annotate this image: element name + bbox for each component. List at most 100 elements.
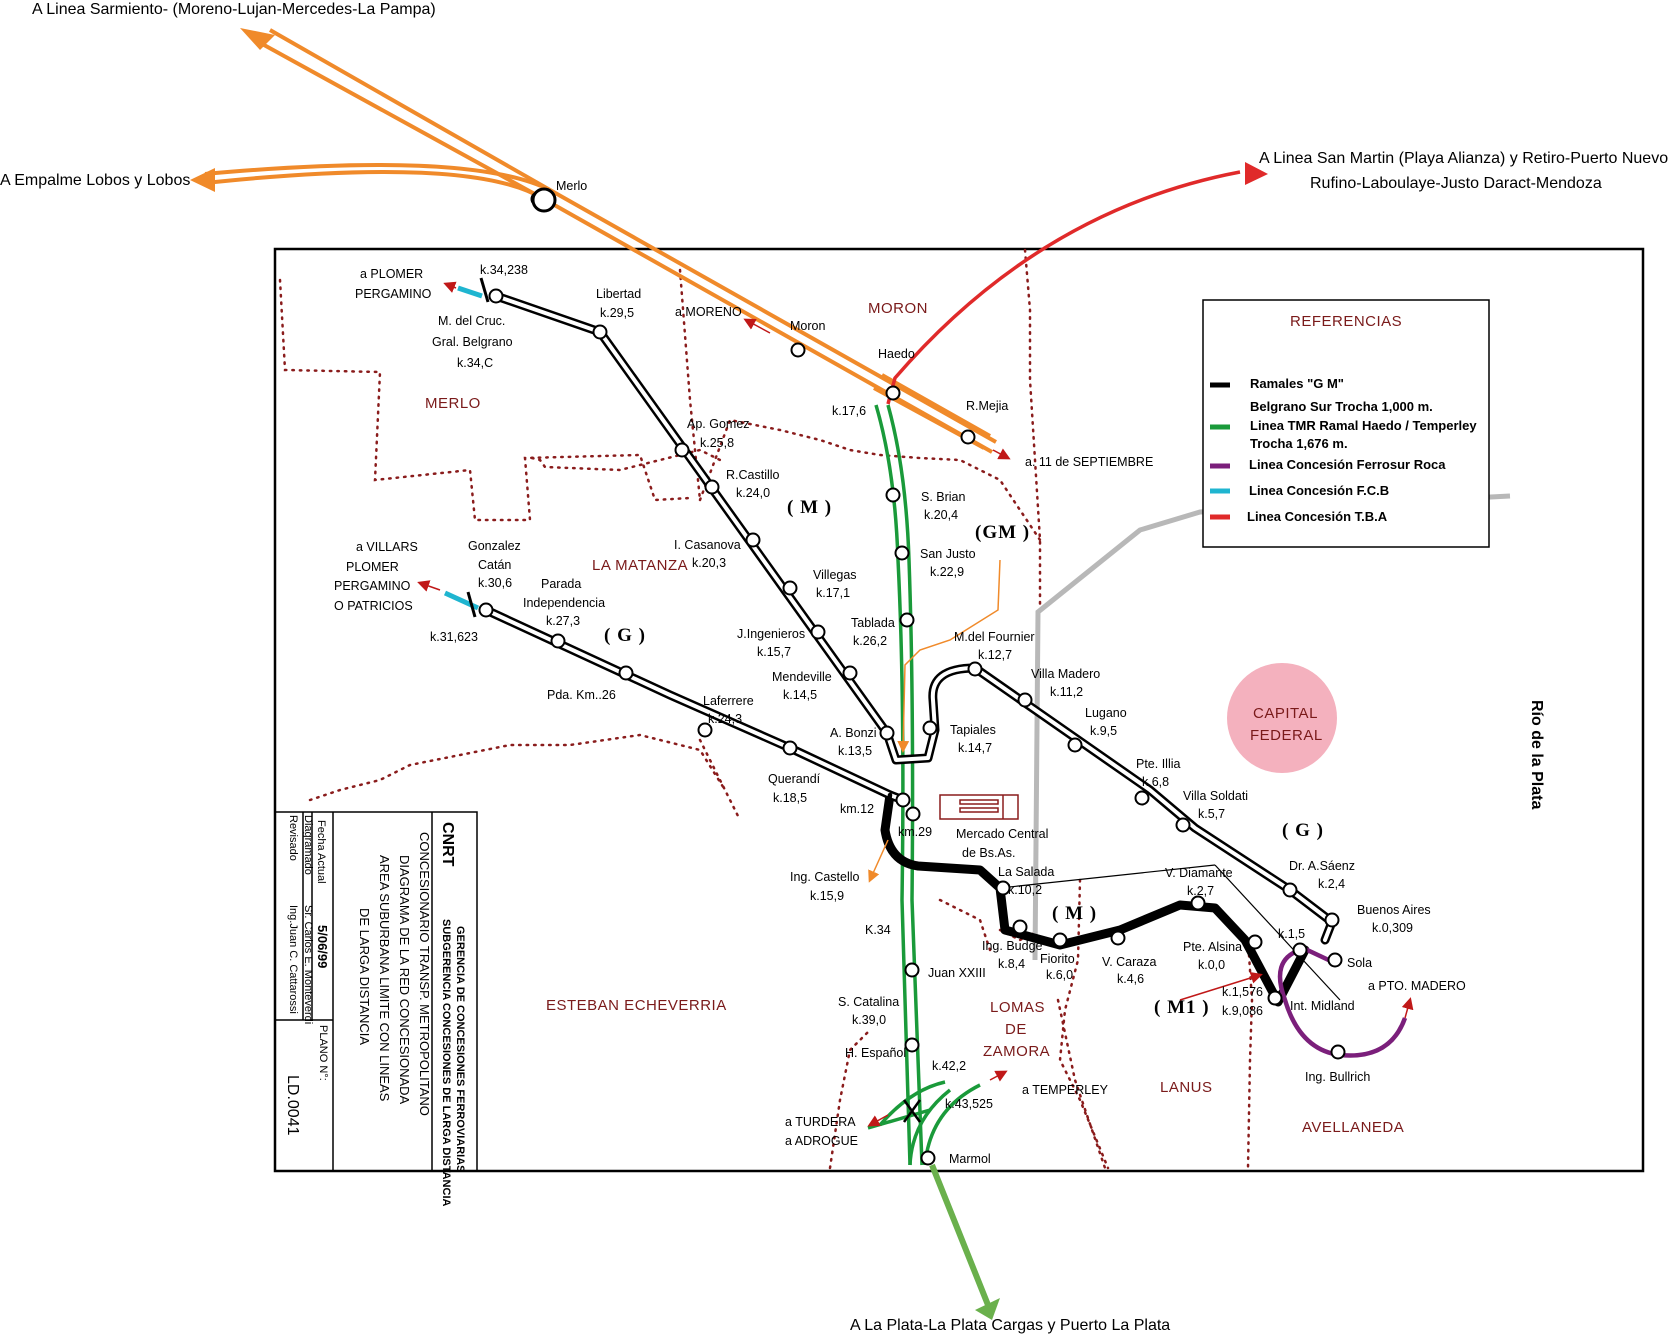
title-fecha: 5/06/99 (315, 925, 330, 968)
station-dot (704, 479, 720, 495)
link-pto-madero: a PTO. MADERO (1368, 979, 1466, 993)
station-label-sanjusto_1: San Justo (920, 547, 976, 561)
arrow-pte-alsina (1179, 971, 1263, 1001)
station-dot (960, 429, 976, 445)
tba-line (886, 170, 1241, 405)
station-label-bsas_2: k.0,309 (1372, 921, 1413, 935)
station-label-ptealsina_1: Pte. Alsina (1183, 940, 1242, 954)
station-label-k176: k.17,6 (832, 404, 866, 418)
sarmiento-line (204, 28, 997, 454)
link-villars-3: PERGAMINO (334, 579, 411, 593)
orange-arrows (868, 559, 1001, 883)
station-dot (674, 442, 690, 458)
station-label-moron: Moron (790, 319, 825, 333)
ferrosur-line (1277, 947, 1408, 1058)
link-san-martin-1: A Linea San Martin (Playa Alianza) y Ret… (1259, 150, 1668, 167)
station-label-ibudge_1: Ing. Budge (982, 939, 1043, 953)
title-revisado: Ing.Juan C. Cattarossi (287, 905, 299, 1014)
station-label-vmadero_2: k.11,2 (1050, 685, 1083, 699)
station-label-pindep_3: k.27,3 (546, 614, 580, 628)
station-label-marmol: Marmol (949, 1152, 991, 1166)
sarmiento-arrow-head (240, 28, 275, 50)
station-label-icastello_1: Ing. Castello (790, 870, 860, 884)
station-label-mdelcruc_3: k.34,C (457, 356, 493, 370)
station-label-k1576_1: k.1,576 (1222, 985, 1263, 999)
station-markers (478, 187, 1346, 1166)
station-label-mendeville_2: k.14,5 (783, 688, 817, 702)
station-label-icasanova_1: I. Casanova (674, 538, 741, 552)
station-label-mendeville_1: Mendeville (772, 670, 832, 684)
station-label-sanjusto_2: k.22,9 (930, 565, 964, 579)
station-label-vcaraza_2: k.4,6 (1117, 972, 1144, 986)
station-dot (904, 1037, 920, 1053)
station-dot (782, 740, 798, 756)
station-dot (1292, 942, 1308, 958)
station-dot (920, 1150, 936, 1166)
station-label-icasanova_2: k.20,3 (692, 556, 726, 570)
district-lomas-1: LOMAS (990, 999, 1045, 1016)
station-label-drsaenz_1: Dr. A.Sáenz (1289, 859, 1355, 873)
station-label-sbrian_1: S. Brian (921, 490, 966, 504)
station-label-gcatan_1: Gonzalez (468, 539, 521, 553)
arrow-pto-madero (1401, 997, 1414, 1019)
title-plano: LD.0041 (284, 1075, 301, 1136)
station-dot (1267, 990, 1283, 1006)
station-label-mfournier_1: M.del Fournier (954, 630, 1035, 644)
group-m-1: ( M ) (787, 497, 832, 518)
station-dot (894, 545, 910, 561)
title-block (274, 811, 478, 1172)
legend-fcb: Linea Concesión F.C.B (1249, 483, 1389, 498)
arrow-turdera (867, 1114, 889, 1127)
legend-title: REFERENCIAS (1290, 313, 1402, 330)
station-label-km29: km.29 (898, 825, 932, 839)
station-label-lugano_2: k.9,5 (1090, 724, 1117, 738)
station-label-imidland: Int. Midland (1290, 999, 1355, 1013)
group-m1: ( M1 ) (1154, 997, 1210, 1018)
station-label-tablada_2: k.26,2 (853, 634, 887, 648)
station-label-vsoldati_1: Villa Soldati (1183, 789, 1248, 803)
station-label-k15: k.1,5 (1278, 927, 1305, 941)
station-label-k43525: k.43,525 (945, 1097, 993, 1111)
station-dot (904, 962, 920, 978)
station-label-pindep_1: Parada (541, 577, 581, 591)
station-dot (488, 288, 504, 304)
station-dot (899, 612, 915, 628)
station-dot (782, 580, 798, 596)
station-label-libertad_1: Libertad (596, 287, 641, 301)
station-label-laferrere_2: k.24,3 (708, 712, 742, 726)
title-line-2: DIAGRAMA DE LA RED CONCESIONADA (397, 855, 412, 1105)
link-11-septiembre: a. 11 de SEPTIEMBRE (1025, 455, 1153, 469)
district-esteban-echeverria: ESTEBAN ECHEVERRIA (546, 997, 727, 1014)
title-gerencia: GERENCIA DE CONCESIONES FERROVIARIAS (454, 926, 466, 1173)
station-label-apgomez_2: k.25,8 (700, 436, 734, 450)
gm-thin-connector (999, 864, 1216, 889)
station-label-icastello_2: k.15,9 (810, 889, 844, 903)
station-dot (905, 806, 921, 822)
station-label-rcastillo_2: k.24,0 (736, 486, 770, 500)
link-plomer-2: PERGAMINO (355, 287, 432, 301)
title-fecha-label: Fecha Actual (315, 820, 327, 884)
station-label-vmadero_1: Villa Madero (1031, 667, 1100, 681)
link-temperley: a TEMPERLEY (1022, 1083, 1109, 1097)
capital-federal-circle (1227, 663, 1337, 773)
station-label-querandi_2: k.18,5 (773, 791, 807, 805)
district-merlo: MERLO (425, 395, 481, 412)
la-plata-arrow-head (975, 1298, 1000, 1320)
station-label-bsas_1: Buenos Aires (1357, 903, 1431, 917)
station-dot (1017, 692, 1033, 708)
station-label-k34: K.34 (865, 923, 891, 937)
station-label-pdakm26: Pda. Km..26 (547, 688, 616, 702)
group-g-2: ( G ) (1282, 820, 1324, 841)
station-label-pteillia_2: k.6,8 (1142, 775, 1169, 789)
station-label-hespanol: H. Español (845, 1046, 906, 1060)
arrow-temperley (989, 1070, 1008, 1082)
station-label-sbrian_2: k.20,4 (924, 508, 958, 522)
station-label-scatalina_1: S. Catalina (838, 995, 899, 1009)
legend-ferrosur: Linea Concesión Ferrosur Roca (1249, 457, 1446, 472)
crossing-mark (902, 1099, 922, 1123)
district-lomas-2: DE (1005, 1021, 1027, 1038)
station-label-vdiamante_1: V. Diamante (1165, 866, 1233, 880)
station-dot (745, 532, 761, 548)
station-label-querandi_1: Querandí (768, 772, 821, 786)
district-capital-2: FEDERAL (1250, 727, 1323, 744)
